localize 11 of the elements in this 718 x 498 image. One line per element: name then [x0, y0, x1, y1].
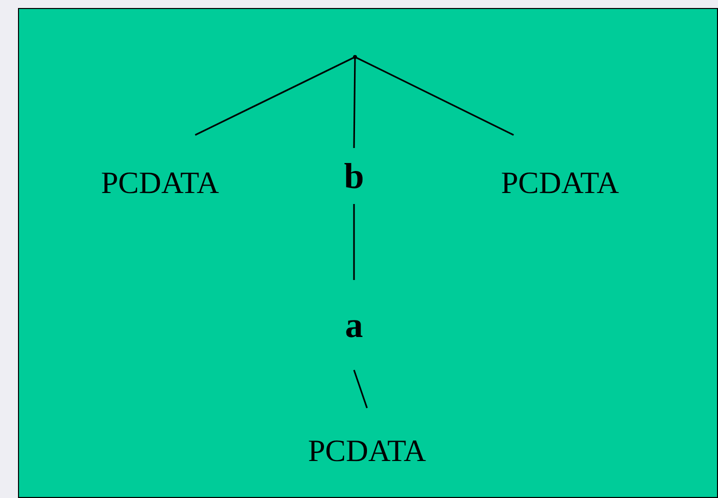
element-label: b — [344, 155, 364, 197]
tree-line — [354, 56, 514, 136]
text-label: PCDATA — [308, 433, 426, 469]
tree-line — [353, 57, 356, 148]
element-label: a — [345, 304, 363, 346]
tree-line — [353, 370, 368, 408]
tree-line — [353, 204, 355, 280]
text-label: PCDATA — [500, 165, 620, 201]
text-label: PCDATA — [100, 165, 220, 201]
junction-dot — [353, 55, 357, 59]
tree-line — [194, 56, 356, 136]
